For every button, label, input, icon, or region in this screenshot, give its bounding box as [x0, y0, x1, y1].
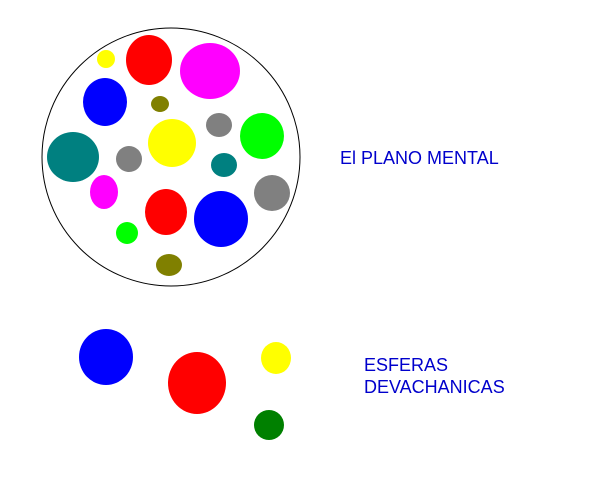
mental-sphere-magenta-3 — [180, 43, 240, 99]
mental-sphere-gray-6 — [206, 113, 232, 137]
devachanic-spheres-label: ESFERAS DEVACHANICAS — [364, 354, 505, 398]
mental-sphere-teal-8 — [47, 132, 99, 182]
devachanic-label-line1: ESFERAS — [364, 355, 449, 375]
mental-plane-spheres — [47, 35, 290, 276]
mental-sphere-gray-13 — [254, 175, 290, 211]
mental-plane-label: El PLANO MENTAL — [340, 148, 499, 168]
mental-sphere-yellow-9 — [148, 119, 196, 167]
mental-sphere-yellow-1 — [97, 50, 115, 68]
mental-sphere-teal-11 — [211, 153, 237, 177]
devachanic-sphere-red-2 — [168, 352, 226, 414]
devachanic-spheres — [79, 329, 291, 440]
devachanic-sphere-blue-1 — [79, 329, 133, 385]
devachanic-sphere-green-4 — [254, 410, 284, 440]
mental-sphere-lime-16 — [116, 222, 138, 244]
mental-sphere-gray-10 — [116, 146, 142, 172]
devachanic-label-line2: DEVACHANICAS — [364, 377, 505, 397]
mental-sphere-lime-7 — [240, 113, 284, 159]
mental-sphere-blue-4 — [83, 78, 127, 126]
mental-plane-boundary — [41, 27, 301, 287]
devachanic-sphere-yellow-3 — [261, 342, 291, 374]
mental-sphere-blue-15 — [194, 191, 248, 247]
mental-sphere-magenta-12 — [90, 175, 118, 209]
mental-sphere-red-2 — [126, 35, 172, 85]
mental-sphere-red-14 — [145, 189, 187, 235]
mental-sphere-olive-17 — [156, 254, 182, 276]
mental-sphere-olive-5 — [151, 96, 169, 112]
